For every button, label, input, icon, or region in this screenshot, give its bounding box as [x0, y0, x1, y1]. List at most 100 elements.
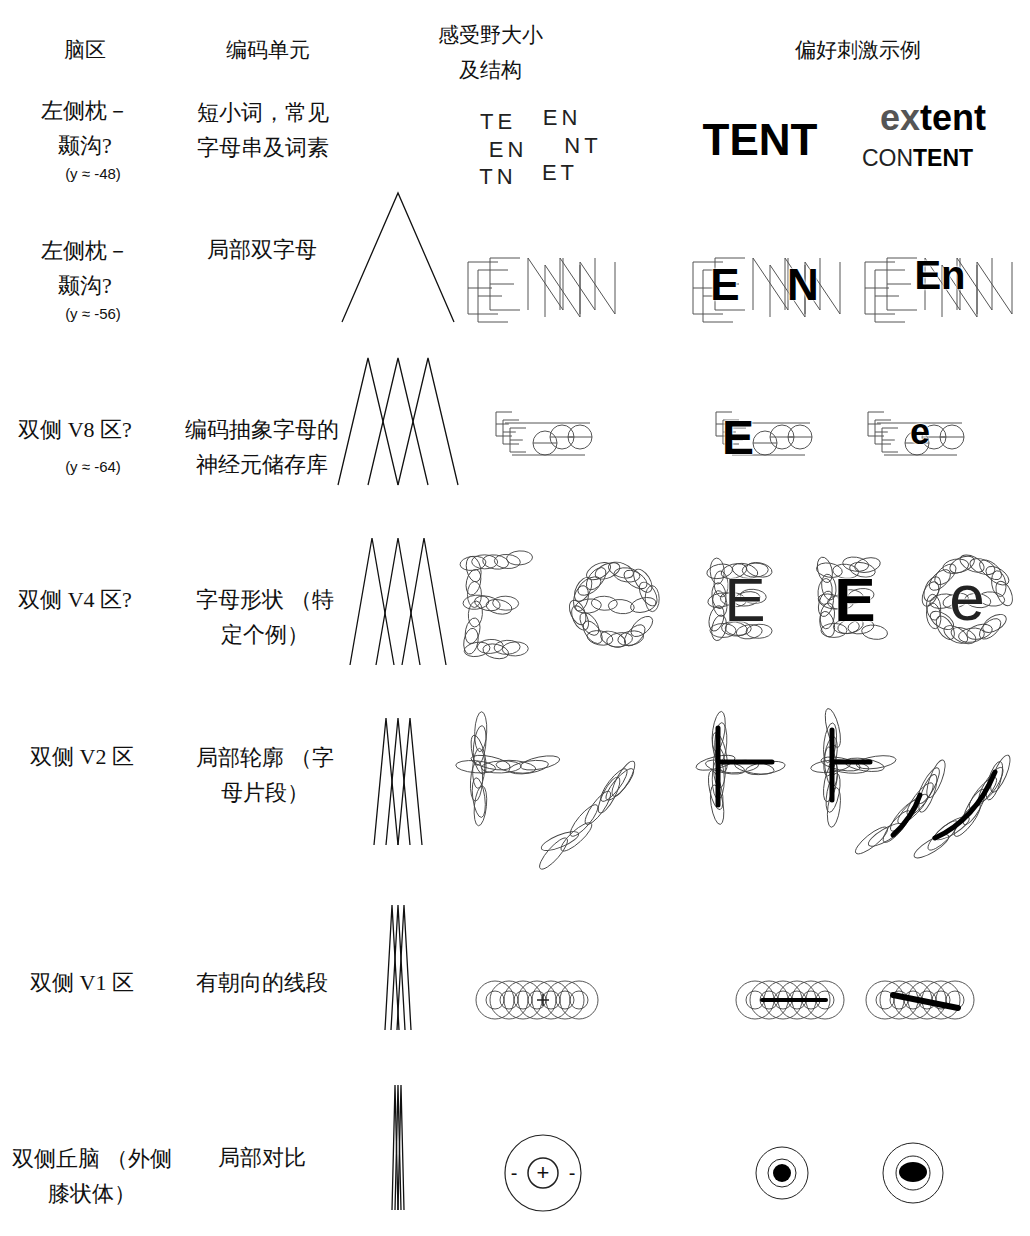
letter-outline — [533, 443, 557, 444]
receptive-circle — [486, 991, 504, 1009]
preferred-contour — [832, 730, 870, 800]
bigram-outline-cluster — [693, 258, 840, 322]
preferred-example: e — [949, 560, 985, 637]
polarity-sign: + — [537, 1160, 550, 1186]
brain-region: 双侧 V1 区 — [30, 970, 134, 996]
receptive-ellipse — [502, 641, 529, 656]
receptive-ellipse — [472, 785, 488, 826]
receptive-size-triangle — [402, 538, 446, 665]
preferred-example: N — [787, 259, 819, 312]
receptive-ellipse — [575, 598, 603, 615]
receptive-ellipse — [463, 617, 482, 645]
brain-region: 左侧枕－ 颞沟? — [35, 93, 135, 163]
brain-region: 双侧 V4 区? — [18, 587, 132, 613]
letter-outline — [875, 270, 905, 322]
receptive-size-triangle — [368, 358, 428, 485]
letter-string: EN — [489, 137, 528, 163]
coordinate-note: (y ≈ -56) — [65, 305, 121, 323]
receptive-ellipse — [617, 629, 645, 648]
receptive-ellipse — [568, 603, 592, 632]
shape-ellipse-cluster — [815, 555, 889, 641]
letter-outline — [568, 425, 592, 449]
receptive-circle — [936, 981, 974, 1019]
receptive-ellipse — [508, 758, 549, 776]
receptive-size-triangle — [374, 718, 398, 845]
receptive-ellipse — [519, 753, 561, 773]
receptive-ellipse — [706, 604, 726, 633]
v1-receptive-row — [476, 981, 598, 1019]
contrast-dot — [899, 1162, 927, 1182]
letter-string: TE — [480, 109, 516, 135]
preferred-example: tent — [920, 96, 986, 139]
preferred-example: ex — [880, 96, 920, 139]
preferred-segment — [762, 998, 826, 1002]
preferred-example: E — [724, 563, 765, 637]
surround-circle — [505, 1135, 581, 1211]
contour-ellipse-cluster — [455, 752, 561, 776]
letter-string: NT — [564, 133, 601, 159]
preferred-segment — [893, 995, 958, 1008]
letter-outline — [882, 428, 898, 452]
receptive-circle — [570, 991, 588, 1009]
coding-unit: 有朝向的线段 — [196, 970, 328, 996]
receptive-ellipse — [477, 639, 504, 655]
center-cross — [537, 994, 549, 1006]
letter-outline — [510, 428, 526, 452]
letter-outline — [545, 265, 580, 317]
center-circle — [528, 1158, 558, 1188]
coding-unit: 编码抽象字母的 神经元储存库 — [180, 412, 345, 482]
receptive-size-triangle — [398, 718, 422, 845]
letter-outline — [753, 443, 777, 444]
receptive-ellipse — [468, 734, 489, 776]
preferred-example: TENT — [913, 145, 973, 173]
column-header: 感受野大小 及结构 — [430, 17, 550, 87]
receptive-ellipse — [923, 758, 949, 800]
receptive-size-triangle — [338, 358, 398, 485]
receptive-ellipse — [629, 595, 658, 615]
receptive-ellipse — [481, 760, 521, 774]
letter-outline — [490, 258, 520, 310]
preferred-example: e — [910, 410, 930, 453]
preferred-example: E — [710, 259, 739, 312]
surround-circle — [883, 1143, 943, 1203]
receptive-size-group — [338, 193, 458, 1210]
receptive-ellipse — [993, 579, 1016, 608]
v1-receptive-row — [866, 981, 974, 1019]
receptive-ellipse — [463, 640, 491, 658]
letter-outline — [560, 258, 595, 310]
center-circle — [768, 1159, 796, 1187]
contour-ellipse-cluster — [852, 758, 949, 858]
preferred-contour — [893, 795, 920, 835]
receptive-circle — [560, 981, 598, 1019]
letter-outline — [580, 262, 615, 314]
receptive-ellipse — [459, 555, 486, 572]
receptive-ellipse — [584, 559, 614, 583]
brain-region: 双侧 V8 区? — [18, 417, 132, 443]
receptive-ellipse — [636, 579, 661, 609]
receptive-ellipse — [983, 563, 1012, 589]
preferred-example: E — [722, 409, 754, 467]
receptive-ellipse — [473, 594, 501, 614]
receptive-ellipse — [492, 596, 518, 611]
preferred-example: CON — [862, 145, 913, 173]
receptive-ellipse — [566, 598, 589, 627]
receptive-ellipse — [579, 618, 606, 647]
receptive-ellipse — [472, 748, 486, 788]
contour-ellipse-cluster — [536, 758, 639, 872]
receptive-ellipse — [506, 550, 533, 566]
letter-string: EN — [543, 105, 582, 131]
surround-circle — [756, 1147, 808, 1199]
contrast-dot — [773, 1164, 791, 1182]
receptive-ellipse — [815, 555, 835, 584]
receptive-ellipse — [591, 596, 617, 611]
letter-outline — [788, 425, 812, 449]
letter-outline — [753, 431, 777, 455]
receptive-ellipse — [581, 788, 614, 827]
bigram-outline-cluster — [468, 258, 615, 322]
coding-unit: 短小词，常见 字母串及词素 — [191, 95, 336, 165]
shape-ellipse-cluster — [919, 551, 1016, 647]
polarity-sign: - — [569, 1161, 576, 1185]
letter-outline — [505, 423, 590, 455]
